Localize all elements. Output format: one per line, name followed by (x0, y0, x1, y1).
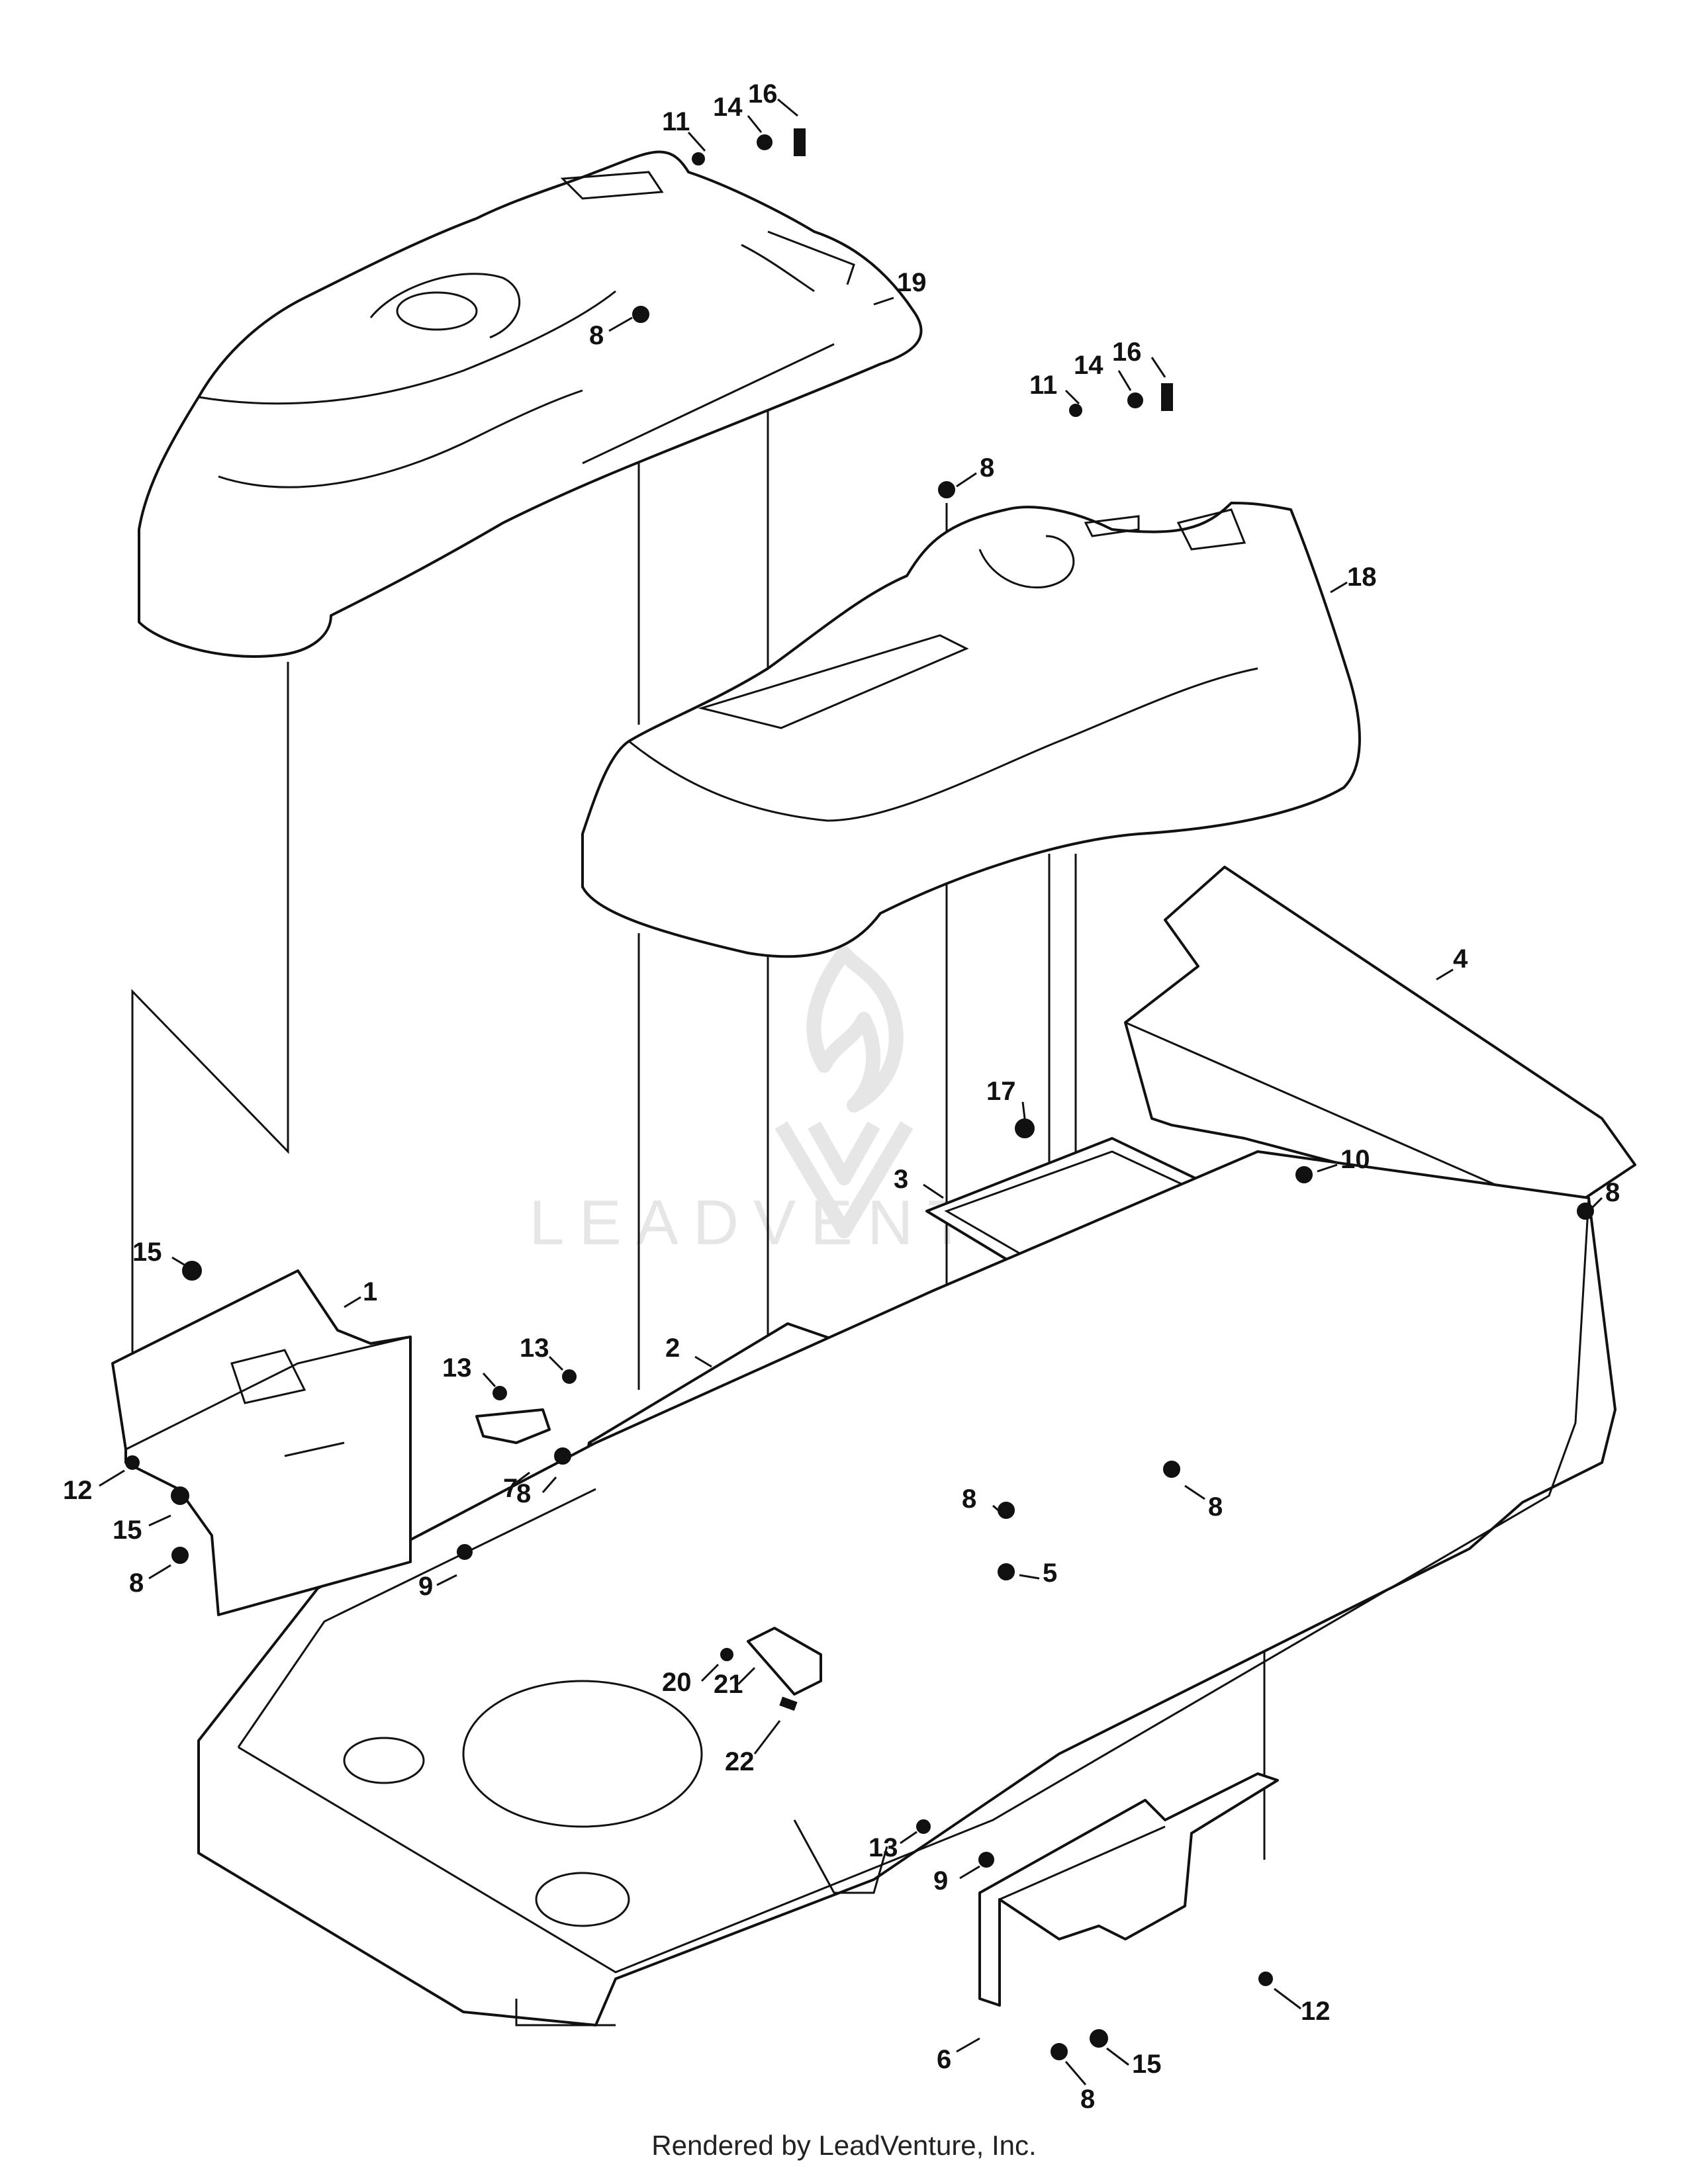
callout-5: 5 (1043, 1559, 1057, 1588)
callout-8-plate: 8 (1605, 1178, 1620, 1207)
callout-4: 4 (1453, 944, 1468, 974)
callout-11-top: 11 (662, 107, 690, 136)
chassis-frame (197, 1150, 1617, 2026)
hardware (125, 128, 1594, 2060)
bolt-17-icon (1015, 1118, 1035, 1138)
callout-19: 19 (897, 268, 927, 297)
callout-8-right-upper: 8 (1208, 1492, 1223, 1522)
nut-15-icon (182, 1261, 202, 1281)
part-7-link-bracket (475, 1408, 551, 1444)
callout-15-left: 15 (132, 1238, 162, 1267)
callout-17: 17 (986, 1077, 1016, 1106)
watermark-flame-icon (806, 946, 904, 1113)
callout-12-left: 12 (63, 1476, 93, 1505)
callout-18: 18 (1347, 563, 1377, 592)
part-21-plate (747, 1627, 822, 1696)
part-22-spacer (779, 1696, 798, 1711)
bolt-8-icon (938, 481, 955, 498)
callout-9-left: 9 (418, 1572, 433, 1601)
part-6-right-bracket (978, 1772, 1279, 2007)
bolt-12-icon (125, 1455, 140, 1470)
callout-20: 20 (662, 1668, 692, 1697)
callout-8-bracket: 8 (516, 1479, 531, 1508)
callout-8-console: 8 (980, 453, 994, 482)
washer-9-icon (978, 1852, 994, 1868)
bolt-8-icon (632, 306, 649, 323)
bolt-8-icon (1163, 1461, 1180, 1478)
callout-13-lower: 13 (868, 1833, 898, 1862)
callout-pointers (99, 98, 1603, 2085)
callout-7: 7 (503, 1474, 518, 1503)
bolt-8-icon (998, 1502, 1015, 1519)
render-credit: Rendered by LeadVenture, Inc. (651, 2130, 1037, 2161)
callout-10: 10 (1340, 1145, 1370, 1174)
bolt-8-icon (554, 1447, 571, 1465)
callout-labels: 11 14 16 19 8 11 14 16 8 18 4 17 10 3 8 … (63, 79, 1620, 2114)
clip-16-icon (1161, 383, 1173, 411)
bolt-13-icon (916, 1819, 931, 1834)
callout-16-top: 16 (748, 79, 778, 109)
callout-1: 1 (363, 1277, 377, 1306)
nut-15-icon (1090, 2029, 1108, 2048)
callout-14-console: 14 (1074, 351, 1103, 380)
callout-8-left: 8 (129, 1569, 144, 1598)
nut-15-icon (171, 1486, 189, 1505)
callout-8-fender: 8 (589, 321, 604, 350)
washer-14-icon (1127, 392, 1143, 408)
callout-13-right: 13 (520, 1334, 549, 1363)
bolt-11-icon (1069, 404, 1082, 417)
callout-8-center: 8 (962, 1484, 976, 1514)
callout-13-left: 13 (442, 1353, 472, 1383)
washer-5-icon (998, 1563, 1015, 1580)
callout-14-top: 14 (713, 93, 743, 122)
washer-10-icon (1295, 1166, 1313, 1183)
callout-3: 3 (894, 1165, 908, 1194)
callout-8-lower: 8 (1080, 2085, 1095, 2114)
callout-11-console: 11 (1029, 371, 1057, 400)
callout-16-console: 16 (1112, 338, 1142, 367)
callout-2: 2 (665, 1334, 680, 1363)
washer-9-icon (457, 1544, 473, 1560)
washer-14-icon (757, 134, 773, 150)
bolt-13-icon (492, 1386, 507, 1400)
callout-21: 21 (714, 1670, 743, 1699)
callout-15-mid: 15 (113, 1516, 142, 1545)
clip-16-icon (794, 128, 806, 156)
bolt-13-icon (562, 1369, 577, 1384)
bolt-11-icon (692, 152, 705, 165)
bolt-8-icon (1577, 1203, 1594, 1220)
part-18-console-fender (581, 502, 1361, 958)
bolt-12-icon (1258, 1972, 1273, 1986)
callout-6: 6 (937, 2045, 951, 2074)
part-19-rear-fender (138, 150, 923, 658)
bolt-8-icon (1051, 2043, 1068, 2060)
watermark-v-icon (774, 1121, 914, 1238)
callout-15-right: 15 (1132, 2050, 1162, 2079)
part-1-left-bracket (111, 1269, 412, 1616)
callout-12-right: 12 (1301, 1997, 1331, 2026)
callout-22: 22 (725, 1747, 755, 1776)
bolt-20-icon (720, 1648, 733, 1661)
callout-9-lower: 9 (933, 1866, 948, 1895)
bolt-8-icon (171, 1547, 189, 1564)
